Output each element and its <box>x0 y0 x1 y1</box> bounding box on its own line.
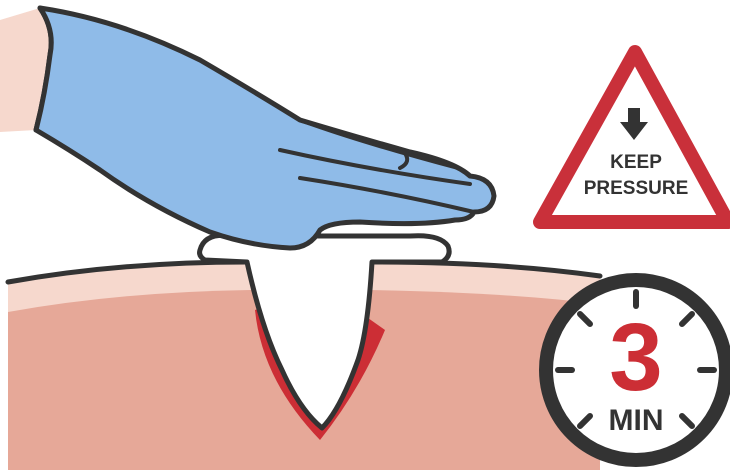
keep-pressure-sign: KEEP PRESSURE <box>533 45 730 229</box>
gauze <box>197 232 452 431</box>
sign-line-1: KEEP <box>610 152 662 173</box>
timer-unit: MIN <box>609 404 664 437</box>
timer-number: 3 <box>609 304 662 411</box>
stopwatch-icon: 3 MIN <box>539 273 730 467</box>
arrow-down-icon <box>620 108 648 140</box>
glove <box>33 5 497 251</box>
forearm <box>0 8 52 132</box>
gloved-hand <box>0 5 497 251</box>
sign-line-2: PRESSURE <box>584 178 689 199</box>
timer-ticks <box>555 289 717 429</box>
